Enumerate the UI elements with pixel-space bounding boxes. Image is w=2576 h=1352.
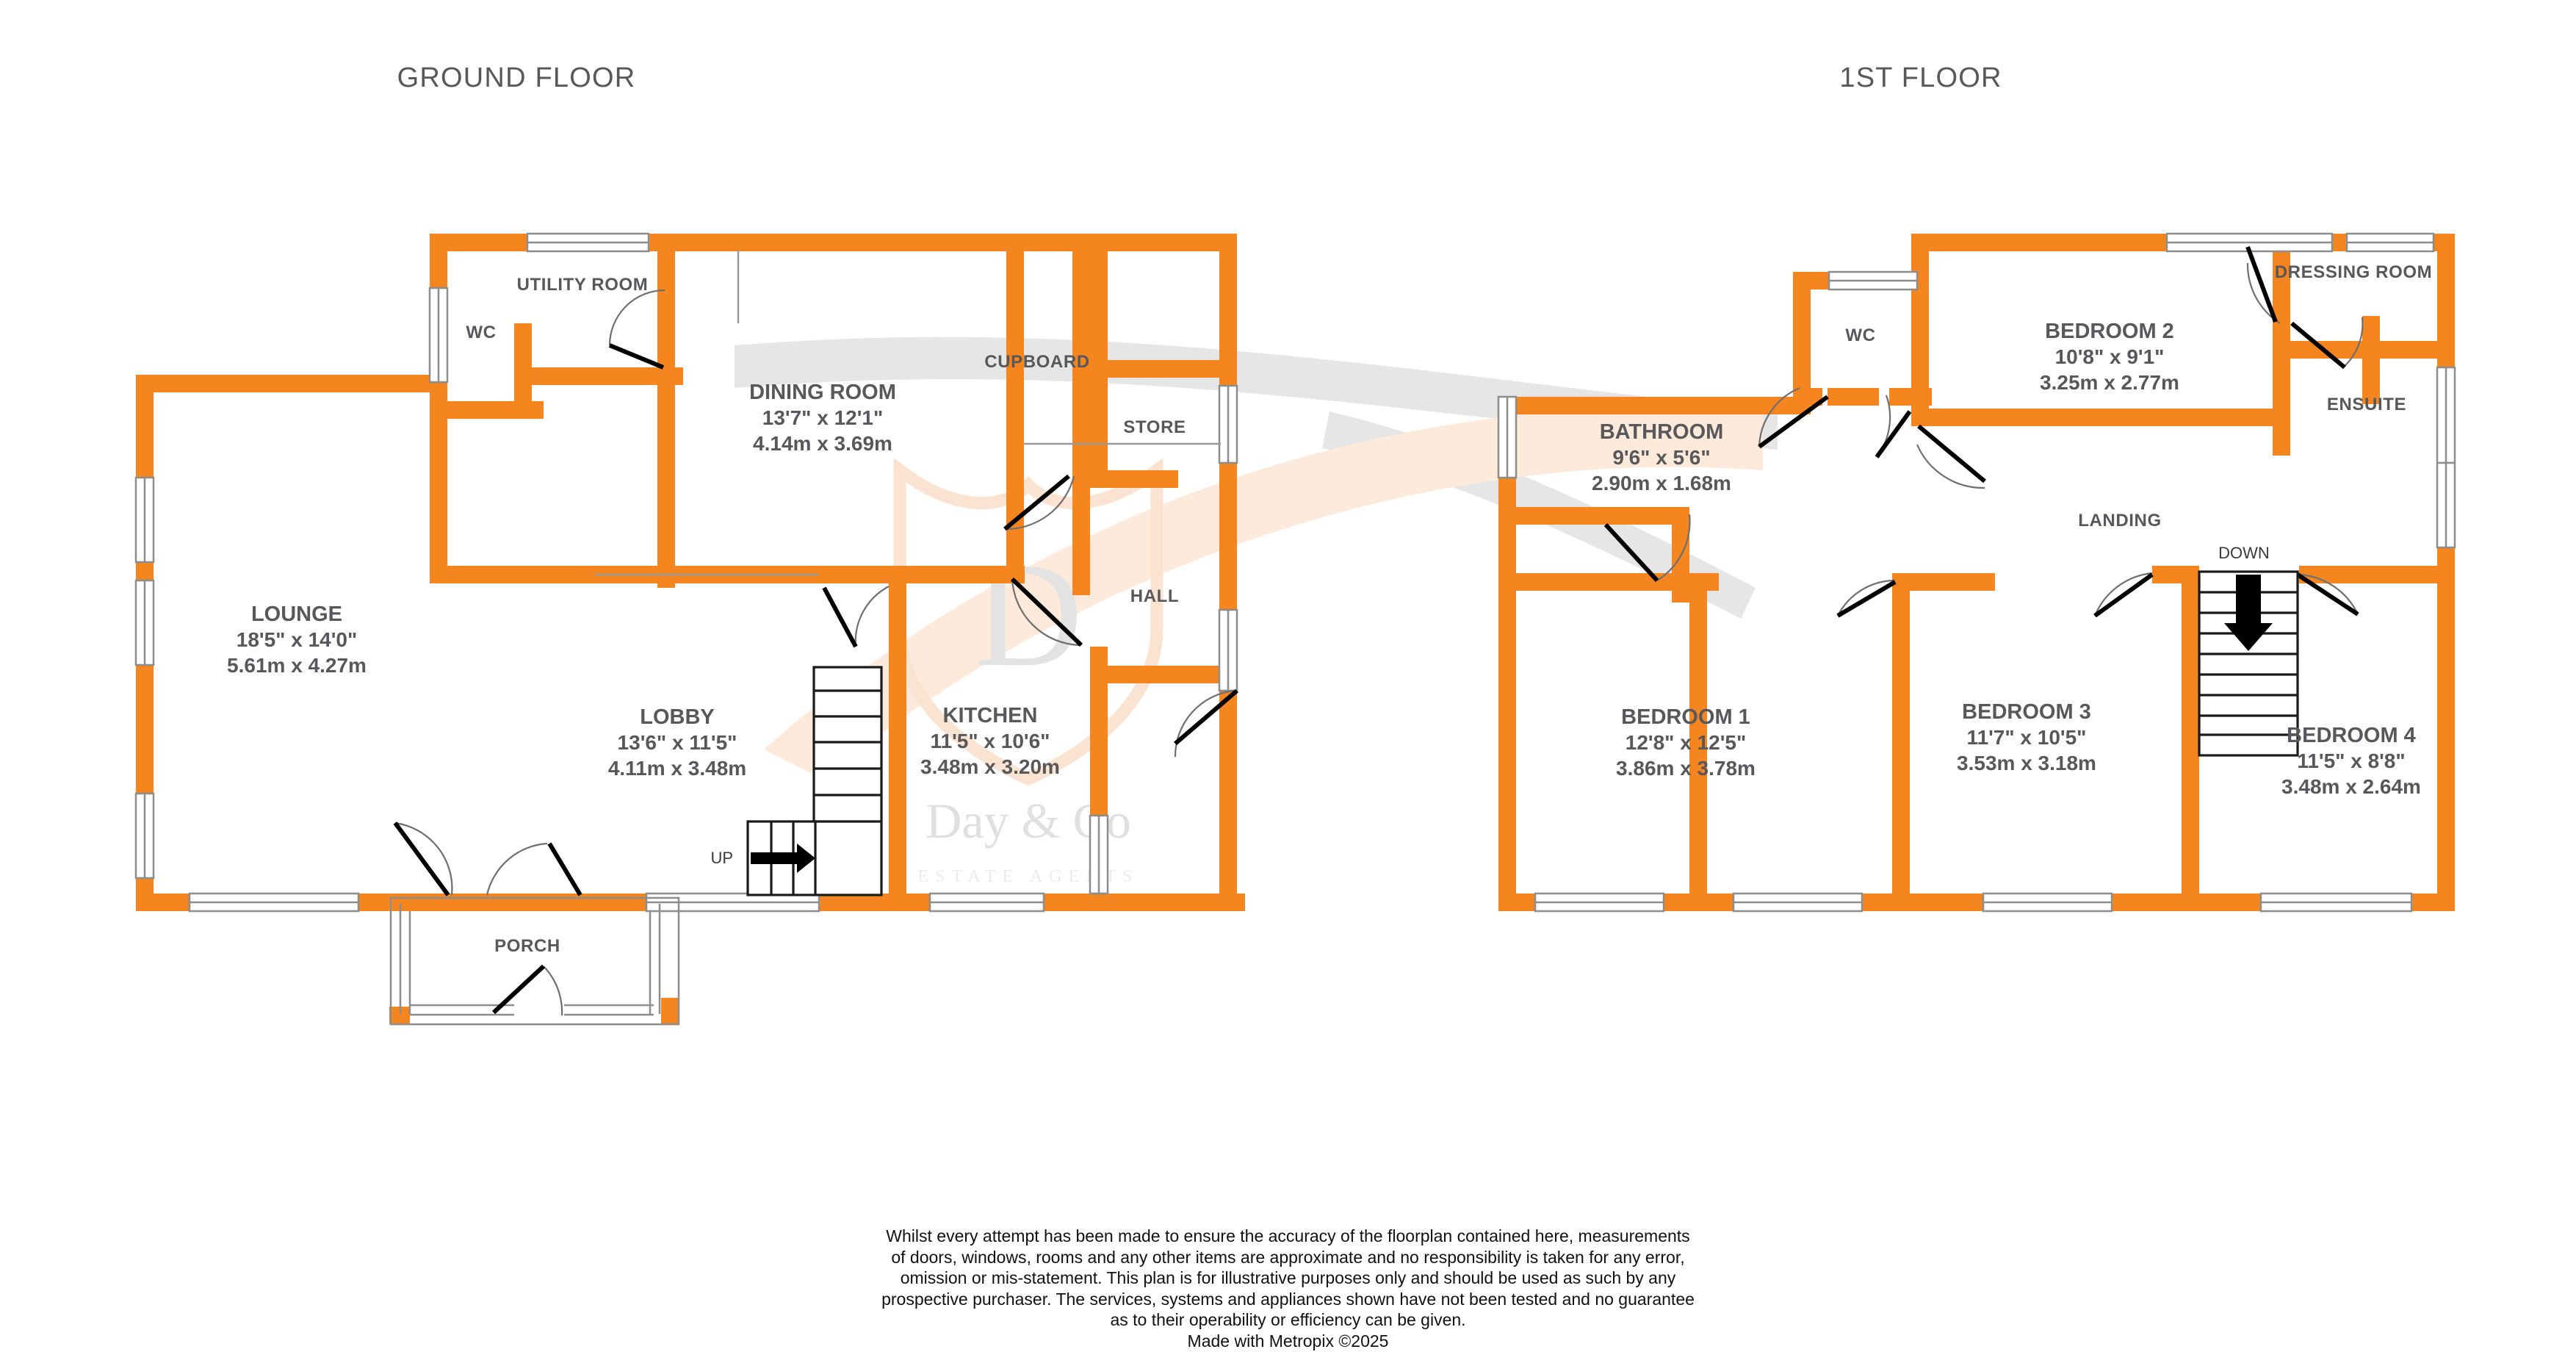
- door-leaf: [1603, 522, 1659, 583]
- door-leaf: [1875, 410, 1912, 459]
- first-staircase: DOWN: [2198, 544, 2299, 757]
- room-dim-bedroom1-metric: 3.86m x 3.78m: [1616, 757, 1756, 780]
- door-arc: [608, 289, 665, 346]
- room-dim-dining-metric: 4.14m x 3.69m: [753, 432, 892, 455]
- room-label-utility-room: UTILITY ROOM: [517, 275, 649, 295]
- first-room-labels: WC BATHROOM 9'6" x 5'6" 2.90m x 1.68m BE…: [1592, 262, 2432, 798]
- room-label-cupboard: CUPBOARD: [984, 352, 1089, 372]
- stairs-up-label: UP: [710, 849, 733, 867]
- door-arc: [1004, 475, 1075, 531]
- disclaimer-block: Whilst every attempt has been made to en…: [0, 1226, 2576, 1351]
- room-label-store: STORE: [1123, 417, 1186, 437]
- door-arc: [1656, 514, 1691, 581]
- stairs-down-label: DOWN: [2218, 544, 2270, 562]
- first-walls: [1498, 234, 2455, 911]
- ground-staircase: UP: [710, 666, 883, 896]
- door-leaf: [491, 964, 546, 1015]
- ground-room-labels: UTILITY ROOM WC DINING ROOM 13'7" x 12'1…: [227, 275, 1186, 780]
- room-label-bathroom: BATHROOM: [1600, 420, 1724, 444]
- door-arc: [543, 966, 563, 1016]
- porch-structure: PORCH: [389, 896, 680, 1026]
- room-dim-bedroom4-imperial: 11'5" x 8'8": [2297, 749, 2405, 772]
- watermark-shield-icon: [893, 457, 1163, 786]
- door-leaf: [547, 842, 582, 896]
- room-label-ensuite: ENSUITE: [2327, 395, 2406, 414]
- room-label-lounge: LOUNGE: [251, 603, 342, 626]
- watermark-swoosh-grey: [735, 337, 1778, 450]
- room-dim-bedroom3-metric: 3.53m x 3.18m: [1957, 752, 2096, 774]
- room-dim-kitchen-metric: 3.48m x 3.20m: [920, 755, 1060, 778]
- door-leaf: [2093, 572, 2154, 618]
- door-arc: [2298, 573, 2359, 615]
- door-arc: [1837, 579, 1896, 616]
- door-arc: [1011, 578, 1080, 647]
- room-dim-bathroom-imperial: 9'6" x 5'6": [1612, 446, 1710, 469]
- first-floor-title: 1ST FLOOR: [1839, 62, 2002, 93]
- disclaimer-line-4: prospective purchaser. The services, sys…: [881, 1289, 1695, 1309]
- ground-partitions: [595, 250, 1221, 576]
- room-label-bedroom-4: BEDROOM 4: [2287, 724, 2416, 747]
- door-leaf: [2296, 572, 2359, 616]
- room-label-landing: LANDING: [2078, 511, 2162, 531]
- room-label-dining-room: DINING ROOM: [749, 381, 896, 404]
- door-leaf: [608, 343, 665, 370]
- room-dim-lobby-imperial: 13'6" x 11'5": [618, 731, 737, 754]
- ground-windows: [134, 232, 1238, 913]
- disclaimer-line-3: omission or mis-statement. This plan is …: [900, 1268, 1676, 1287]
- room-label-hall: HALL: [1130, 586, 1179, 606]
- room-label-lobby: LOBBY: [640, 705, 715, 729]
- room-label-kitchen: KITCHEN: [943, 704, 1038, 727]
- room-label-bedroom-1: BEDROOM 1: [1621, 705, 1750, 729]
- door-leaf: [822, 586, 858, 648]
- room-dim-bedroom2-imperial: 10'8" x 9'1": [2055, 345, 2165, 368]
- door-leaf: [1836, 580, 1897, 618]
- room-label-wc-first: WC: [1845, 326, 1875, 345]
- door-arc: [394, 821, 453, 896]
- room-dim-bedroom3-imperial: 11'7" x 10'5": [1967, 726, 2087, 749]
- room-dim-lounge-metric: 5.61m x 4.27m: [227, 654, 367, 677]
- door-leaf: [1917, 424, 1986, 483]
- room-dim-bedroom2-metric: 3.25m x 2.77m: [2040, 371, 2179, 394]
- room-dim-bedroom1-imperial: 12'8" x 12'5": [1626, 731, 1746, 754]
- stairs-down-arrow-icon: [2224, 575, 2273, 651]
- ground-floor-plan: PORCH UP UTILITY ROOM WC: [134, 232, 1245, 1026]
- door-leaf: [1010, 577, 1083, 647]
- disclaimer-credit: Made with Metropix ©2025: [1187, 1331, 1389, 1351]
- room-label-dressing-room: DRESSING ROOM: [2275, 262, 2432, 282]
- watermark-monogram: D: [974, 531, 1083, 698]
- door-arc: [2093, 572, 2153, 616]
- ground-doors: [393, 289, 1238, 896]
- door-arc: [2342, 317, 2364, 368]
- door-leaf: [1003, 474, 1070, 531]
- first-doors: [1603, 245, 2364, 618]
- door-leaf: [2245, 245, 2278, 323]
- door-leaf: [1758, 395, 1829, 449]
- disclaimer-line-1: Whilst every attempt has been made to en…: [886, 1226, 1690, 1245]
- disclaimer-line-2: of doors, windows, rooms and any other i…: [891, 1247, 1685, 1267]
- room-dim-lounge-imperial: 18'5" x 14'0": [237, 628, 357, 651]
- stairs-up-arrow-icon: [751, 844, 815, 873]
- ground-floor-title: GROUND FLOOR: [397, 62, 636, 93]
- first-floor-plan: DOWN WC BATHROOM 9'6" x 5'6" 2.90m x 1.6…: [1497, 232, 2456, 913]
- door-leaf: [393, 821, 450, 896]
- room-label-bedroom-3: BEDROOM 3: [1962, 700, 2091, 724]
- door-arc: [1758, 386, 1800, 447]
- room-label-porch: PORCH: [494, 936, 560, 956]
- door-arc: [854, 586, 890, 647]
- disclaimer-line-5: as to their operability or efficiency ca…: [1110, 1310, 1466, 1329]
- room-dim-lobby-metric: 4.11m x 3.48m: [608, 757, 746, 780]
- room-dim-bedroom4-metric: 3.48m x 2.64m: [2281, 775, 2421, 798]
- room-dim-dining-imperial: 13'7" x 12'1": [762, 406, 883, 429]
- room-label-bedroom-2: BEDROOM 2: [2045, 320, 2174, 343]
- door-leaf: [2290, 321, 2346, 370]
- door-leaf: [1174, 688, 1238, 746]
- door-arc: [1916, 444, 1985, 489]
- room-dim-bathroom-metric: 2.90m x 1.68m: [1592, 472, 1731, 495]
- door-arc: [486, 842, 548, 896]
- room-dim-kitchen-imperial: 11'5" x 10'6": [931, 730, 1050, 752]
- room-label-wc-ground: WC: [466, 323, 496, 342]
